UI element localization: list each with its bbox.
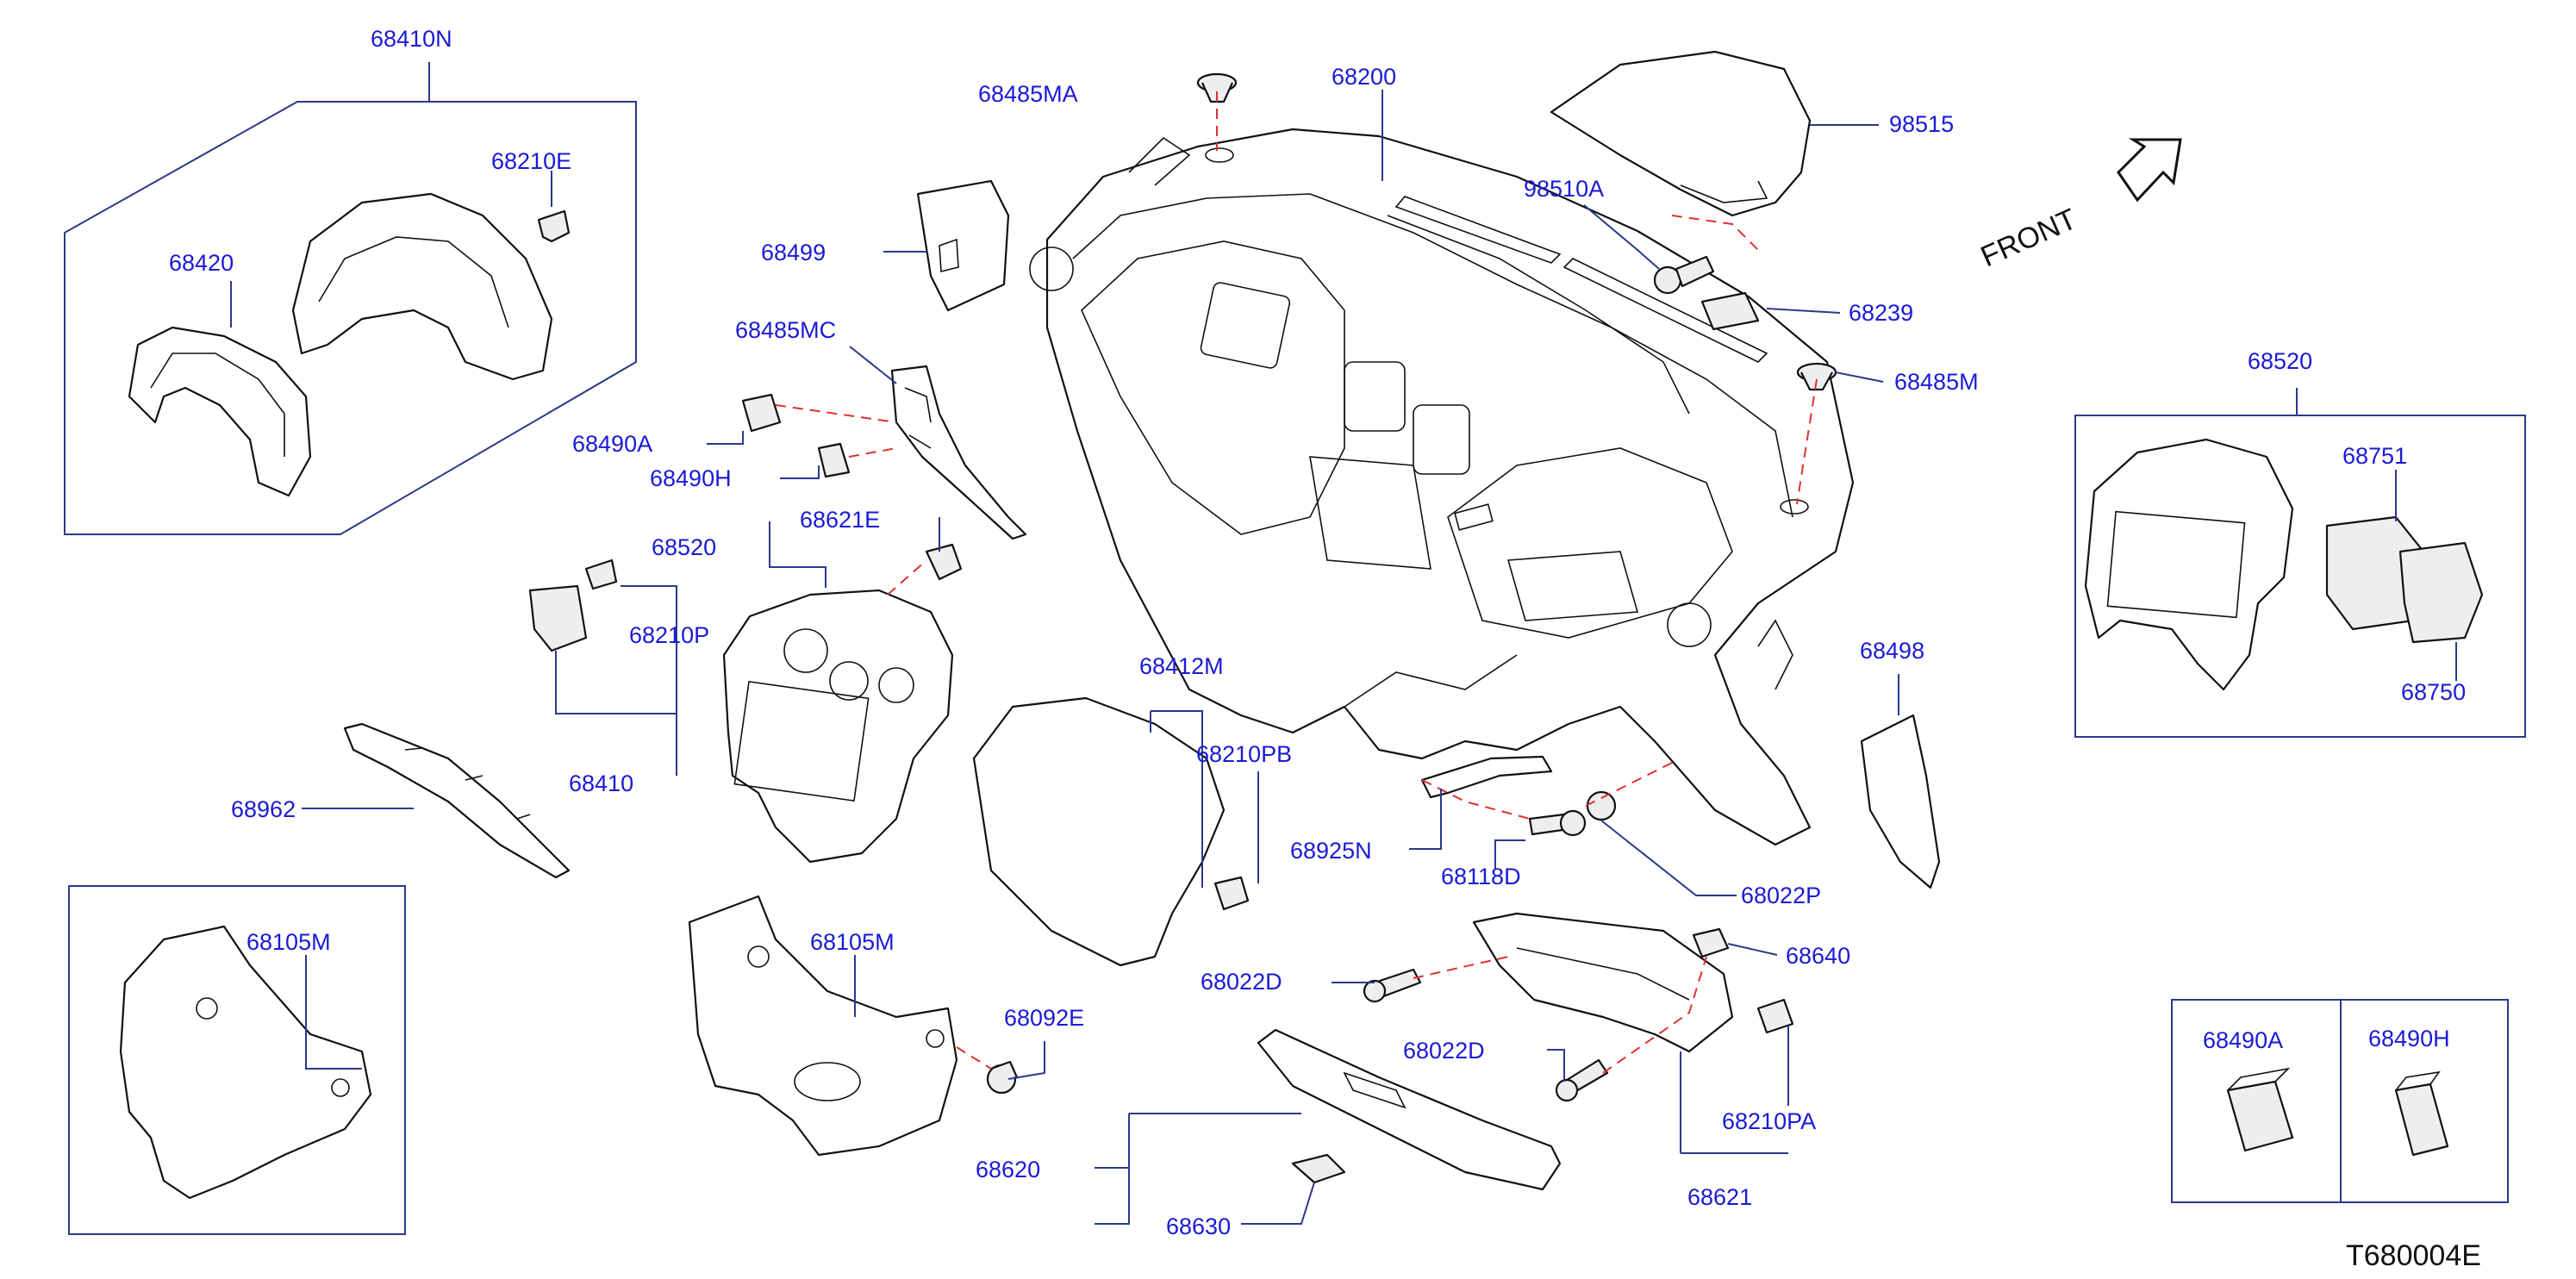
- column-cover-box: [68, 885, 406, 1235]
- cluster-lid-68410N: [128, 192, 553, 497]
- column-cover-68105M-box: [119, 925, 372, 1200]
- side-cover-68498: [1860, 714, 1941, 889]
- bracket-68485MC: [890, 365, 1027, 540]
- side-cover-68499: [916, 179, 1010, 312]
- label-68420: 68420: [169, 250, 234, 276]
- label-68751: 68751: [2342, 443, 2407, 469]
- front-label: FRONT: [1976, 203, 2081, 273]
- clip-68210E: [537, 209, 571, 243]
- clip-68092E: [986, 1060, 1019, 1095]
- dashed-connectors: [775, 91, 1818, 1074]
- label-68210E: 68210E: [491, 148, 571, 174]
- glove-frame-68621: [1472, 912, 1734, 1053]
- front-arrow-icon: [2117, 138, 2182, 203]
- label-68410: 68410: [569, 771, 633, 796]
- front-indicator: FRONT: [1976, 138, 2182, 273]
- clip-68210PA: [1756, 998, 1794, 1034]
- reference-code: T680004E: [2346, 1239, 2481, 1272]
- label-68118D: 68118D: [1441, 864, 1521, 889]
- vent-68750: [2398, 541, 2484, 644]
- clip-68210PB: [1213, 876, 1250, 911]
- label-68630: 68630: [1166, 1213, 1231, 1239]
- label-68239: 68239: [1849, 300, 1913, 326]
- pad-68239: [1700, 291, 1760, 331]
- leader-lines: [230, 62, 2457, 1225]
- label-68105M-box: 68105M: [246, 929, 331, 955]
- label-98515: 98515: [1889, 111, 1954, 137]
- clip-68621E: [925, 543, 963, 581]
- console-finisher-68520: [2084, 438, 2294, 691]
- screw-68022D-top: [1363, 968, 1422, 1003]
- label-68092E: 68092E: [1004, 1005, 1084, 1031]
- strip-68962: [343, 722, 571, 879]
- label-98510A: 98510A: [1524, 176, 1604, 202]
- screw-98510A: [1653, 255, 1715, 295]
- clip-68490A-box: [2226, 1067, 2294, 1152]
- label-68022D-top: 68022D: [1201, 969, 1282, 995]
- clip-box: [2171, 999, 2509, 1203]
- label-68210PB: 68210PB: [1196, 741, 1292, 767]
- label-68499: 68499: [761, 240, 826, 265]
- label-68621E: 68621E: [800, 507, 880, 533]
- label-68210PA: 68210PA: [1722, 1108, 1816, 1134]
- label-68412M: 68412M: [1139, 653, 1224, 679]
- label-68490A-box: 68490A: [2203, 1027, 2283, 1053]
- bracket-68925N: [1420, 755, 1553, 799]
- label-68520-mid: 68520: [652, 534, 716, 560]
- lid-68412M: [972, 696, 1226, 967]
- label-68498: 68498: [1860, 638, 1924, 664]
- clip-68640: [1692, 927, 1730, 958]
- label-68410N: 68410N: [371, 26, 452, 52]
- console-box: [2074, 415, 2526, 738]
- finisher-68520: [722, 589, 954, 864]
- label-68485MC: 68485MC: [735, 317, 836, 343]
- screw-68022D-bottom: [1555, 1058, 1609, 1102]
- column-cover-68105M: [688, 895, 958, 1157]
- label-68485M: 68485M: [1894, 369, 1979, 395]
- instrument-panel-68200: [1029, 128, 1855, 846]
- label-68520-top: 68520: [2248, 348, 2312, 374]
- label-68490H: 68490H: [650, 465, 732, 491]
- bracket-68210P: [528, 558, 618, 652]
- label-68022D-bottom: 68022D: [1403, 1038, 1485, 1064]
- bolt-68118D: [1528, 809, 1587, 837]
- label-68485MA: 68485MA: [978, 81, 1078, 107]
- cluster-lid-box: [64, 101, 637, 535]
- part-labels: 68410N 68210E 68420 68485MA 68200 98515 …: [169, 26, 2466, 1239]
- label-68750: 68750: [2401, 679, 2466, 705]
- label-68620: 68620: [976, 1157, 1040, 1182]
- label-68640: 68640: [1786, 943, 1850, 969]
- glove-box-68620: [1257, 1028, 1562, 1191]
- label-68200: 68200: [1332, 64, 1396, 90]
- label-68925N: 68925N: [1290, 838, 1372, 864]
- label-68210P: 68210P: [629, 622, 709, 648]
- label-68490H-box: 68490H: [2368, 1026, 2450, 1051]
- label-68962: 68962: [231, 796, 296, 822]
- clip-68490H-box: [2394, 1070, 2449, 1157]
- label-68022P: 68022P: [1741, 883, 1821, 908]
- label-68621: 68621: [1687, 1184, 1752, 1210]
- clip-68490H: [817, 442, 851, 478]
- label-68490A: 68490A: [572, 431, 652, 457]
- clip-68490A: [741, 393, 782, 433]
- lid-98515: [1550, 50, 1812, 217]
- clip-68022P: [1586, 790, 1617, 821]
- lock-68630: [1291, 1153, 1346, 1184]
- label-68105M: 68105M: [810, 929, 895, 955]
